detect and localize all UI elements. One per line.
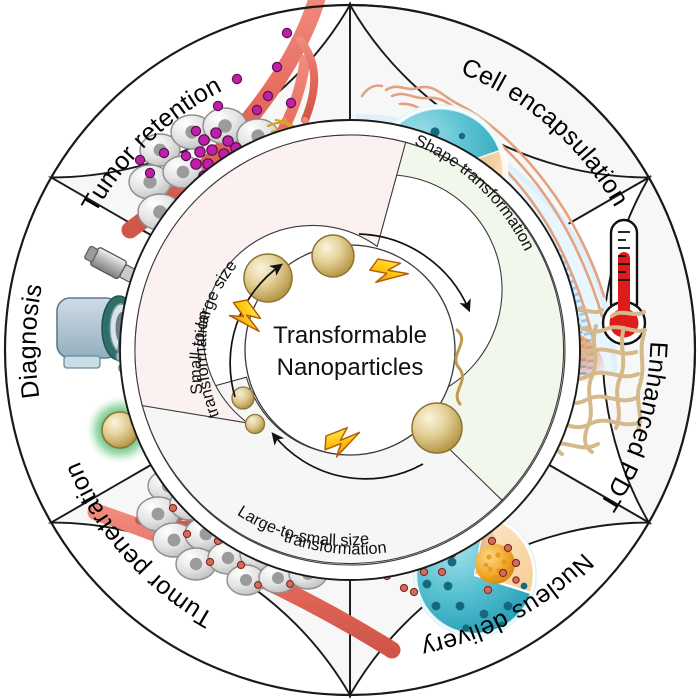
lightning-bolt-icon-large-to-small — [324, 426, 361, 458]
nanoparticle-small-bottom — [244, 413, 266, 435]
nanofiber-shape — [454, 328, 464, 406]
outer-label-diagnosis: Diagnosis — [14, 281, 48, 400]
arrow-shape-transformation — [358, 233, 471, 313]
lightning-bolt-icon-small-to-large — [228, 299, 262, 333]
inner-sector-small-to-large[interactable] — [134, 134, 407, 424]
inner-graphics — [228, 233, 471, 480]
lightning-bolt-icon-shape — [369, 258, 410, 284]
inner-ring — [119, 119, 581, 581]
nanoparticle-small-left — [231, 386, 255, 410]
arrow-large-to-small — [271, 432, 424, 480]
ultrasound-probe-icon — [84, 245, 137, 283]
center-title-line2: Nanoparticles — [277, 354, 424, 381]
outer-boundary-circle — [3, 3, 697, 697]
arrow-small-to-large — [229, 263, 283, 398]
nanoparticle-large-bottom-right — [411, 402, 463, 454]
nanoparticle-medium-top — [311, 234, 355, 278]
center-title: Transformable Nanoparticles — [273, 322, 427, 381]
center-title-line1: Transformable — [273, 322, 427, 349]
